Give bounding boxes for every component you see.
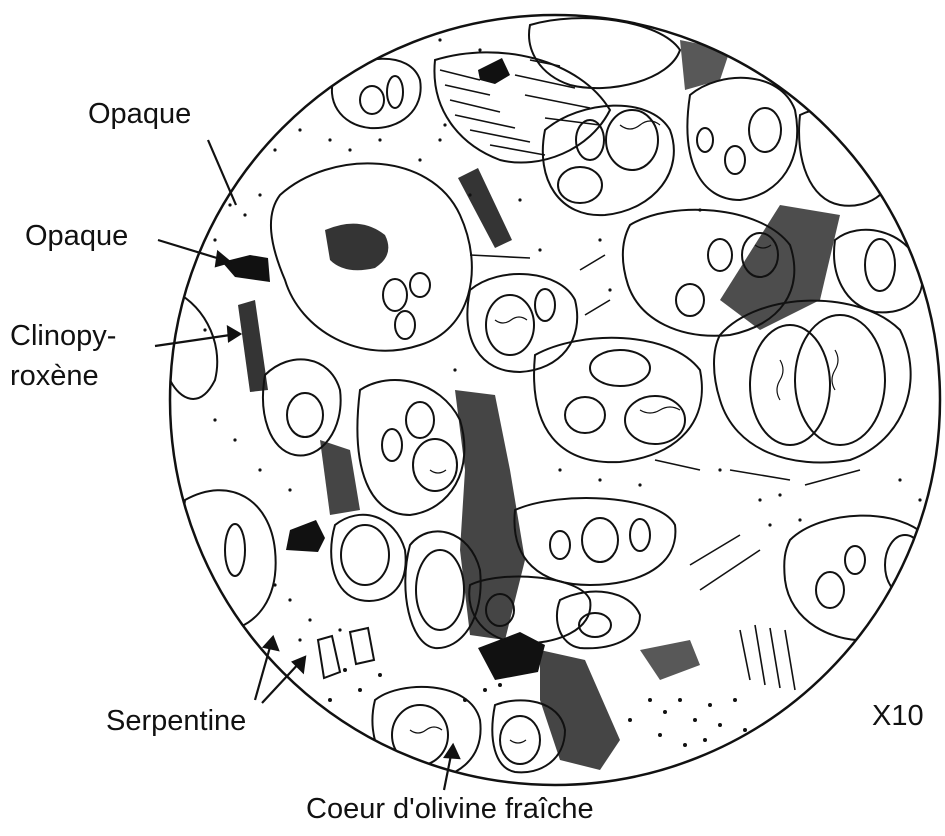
label-opaque-lower: Opaque	[25, 220, 128, 253]
label-olivine-core: Coeur d'olivine fraîche	[306, 793, 594, 826]
olivine-grain	[514, 498, 675, 585]
label-serpentine: Serpentine	[106, 705, 246, 738]
olivine-grain	[332, 59, 421, 128]
clinopyroxene-zone	[540, 650, 620, 770]
olivine-grain	[714, 301, 911, 463]
olivine-grain	[834, 230, 922, 313]
opaque-grain-top	[478, 58, 510, 84]
olivine-grain	[784, 516, 935, 641]
leader-clinopyroxene	[155, 334, 237, 346]
olivine-grain	[357, 380, 464, 515]
clinopyroxene-crystal	[238, 300, 268, 392]
clinopyroxene-zone	[455, 390, 525, 640]
clinopyroxene-zone	[320, 440, 360, 515]
label-clinopyroxene-line1: Clinopy-	[10, 320, 116, 353]
olivine-grain	[467, 274, 577, 372]
label-magnification: X10	[872, 700, 924, 733]
olivine-grain	[331, 515, 405, 601]
opaque-cluster	[325, 224, 388, 271]
label-clinopyroxene-line2: roxène	[10, 360, 99, 393]
serpentine-matrix-stipple	[203, 38, 921, 747]
clinopyroxene-zone	[720, 205, 840, 330]
olivine-grain	[557, 592, 640, 649]
olivine-grain	[799, 108, 895, 205]
clinopyroxene-laths	[680, 40, 730, 90]
olivine-grain	[170, 290, 217, 399]
dark-phases	[222, 40, 840, 770]
label-opaque-upper: Opaque	[88, 98, 191, 131]
opaque-grain-left	[222, 255, 270, 282]
olivine-grain	[263, 359, 341, 455]
olivine-grain	[178, 490, 276, 630]
leader-opaque-1	[208, 140, 236, 205]
olivine-grain	[687, 78, 797, 200]
clinopyroxene-laths	[640, 640, 700, 680]
opaque-grain-lower	[286, 520, 325, 552]
opaque-grain-bottom	[478, 632, 545, 680]
clinopyroxene-crystal	[458, 168, 512, 248]
